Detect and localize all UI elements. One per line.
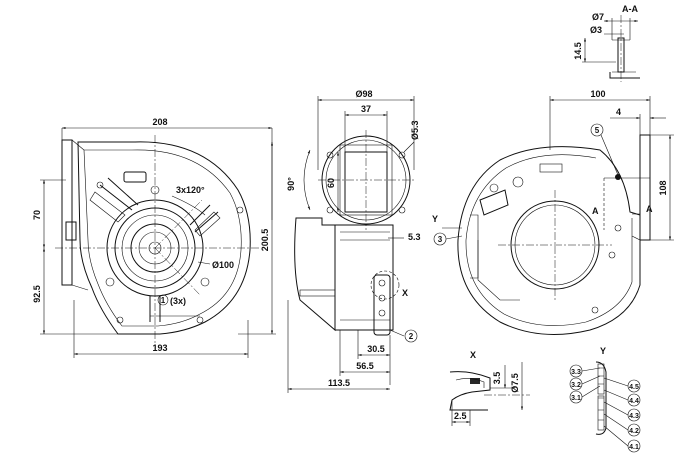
detail-y-title: Y bbox=[600, 346, 606, 356]
side-x-label: X bbox=[402, 288, 408, 298]
section-d7-label: Ø7 bbox=[592, 12, 604, 22]
angle-label: 3x120° bbox=[176, 185, 205, 195]
callout-3: 3 bbox=[438, 235, 443, 244]
side-565-label: 56.5 bbox=[356, 361, 374, 371]
callout-2-circle bbox=[404, 329, 418, 343]
side-angle-label: 90° bbox=[286, 177, 296, 191]
right-y-label: Y bbox=[432, 214, 438, 224]
side-53-label: 5.3 bbox=[408, 232, 421, 242]
callout-5-circle bbox=[590, 123, 604, 137]
side-305-label: 30.5 bbox=[367, 344, 385, 354]
circle-diameter-label: Ø100 bbox=[212, 260, 234, 270]
callout-44: 4.4 bbox=[629, 398, 639, 405]
callout-1-note: (3x) bbox=[170, 296, 186, 306]
detail-x-title: X bbox=[470, 350, 476, 360]
front-left-top-label: 70 bbox=[32, 210, 42, 220]
callout-43: 4.3 bbox=[629, 413, 639, 420]
detail-x-h35-label: 3.5 bbox=[492, 372, 502, 385]
callout-2: 2 bbox=[409, 332, 414, 341]
side-hole-label: Ø5.3 bbox=[410, 120, 420, 140]
callout-5: 5 bbox=[595, 126, 600, 135]
detail-y: Y 3.3 3.2 3.1 4.5 4.4 4.3 4.2 4.1 bbox=[569, 346, 641, 453]
side-width-37-label: 37 bbox=[361, 104, 371, 114]
side-height-60-label: 60 bbox=[326, 178, 336, 188]
front-bottom-width-label: 193 bbox=[152, 343, 167, 353]
callout-31: 3.1 bbox=[571, 395, 581, 402]
detail-x-d25-label: 2.5 bbox=[454, 411, 467, 421]
front-width-label: 208 bbox=[152, 117, 167, 127]
callout-32: 3.2 bbox=[571, 382, 581, 389]
right-a-left: A bbox=[592, 206, 599, 216]
callout-41: 4.1 bbox=[629, 444, 639, 451]
right-h108-label: 108 bbox=[658, 180, 668, 195]
front-view: 208 193 200.5 70 92.5 3x120° Ø100 1 (3x) bbox=[32, 117, 276, 358]
front-height-label: 200.5 bbox=[260, 229, 270, 252]
right-width-100-label: 100 bbox=[590, 89, 605, 99]
front-left-bottom-label: 92.5 bbox=[32, 285, 42, 303]
side-view: Ø98 37 Ø5.3 90° 60 5.3 X 2 30.5 56.5 113… bbox=[286, 89, 421, 393]
side-diameter-label: Ø98 bbox=[355, 89, 372, 99]
right-d4-label: 4 bbox=[616, 107, 621, 117]
callout-42: 4.2 bbox=[629, 428, 639, 435]
side-1135-label: 113.5 bbox=[328, 378, 350, 388]
callout-1-circle bbox=[157, 294, 169, 306]
callout-33: 3.3 bbox=[571, 369, 581, 376]
section-aa: A-A Ø7 Ø3 14.5 bbox=[573, 4, 640, 82]
detail-x: X 3.5 Ø7.5 2.5 bbox=[449, 350, 530, 426]
section-aa-title: A-A bbox=[622, 4, 638, 14]
section-h145-label: 14.5 bbox=[573, 42, 583, 60]
right-view: A A 100 4 108 5 Y 3 bbox=[432, 89, 674, 335]
callout-45: 4.5 bbox=[629, 384, 639, 391]
right-a-right: A bbox=[646, 204, 653, 214]
section-d3-label: Ø3 bbox=[590, 25, 602, 35]
detail-x-d75-label: Ø7.5 bbox=[510, 373, 520, 393]
callout-1: 1 bbox=[161, 296, 166, 305]
